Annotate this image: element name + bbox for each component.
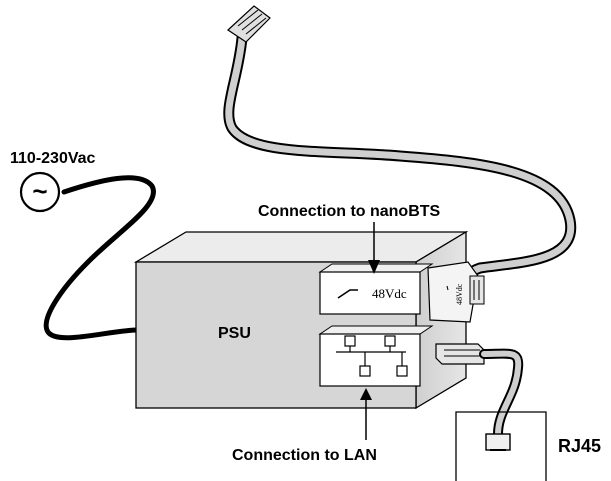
nanobts-cable-connector [227, 5, 271, 43]
lan-port-panel [318, 325, 434, 387]
connection-nanobts-label: Connection to nanoBTS [258, 203, 441, 220]
lan-cable-plug [435, 343, 485, 365]
psu-label: PSU [218, 325, 251, 342]
dc-output-panel-label: 48Vdc [372, 286, 407, 301]
network-icon [336, 335, 408, 377]
ac-source-symbol [19, 171, 61, 213]
rj45-connector [485, 433, 511, 451]
rj45-label: RJ45 [558, 436, 601, 456]
ac-input-label: 110-230Vac [10, 150, 96, 167]
nanobts-cable [223, 32, 577, 291]
dc-plug-label: 48Vdc [455, 283, 464, 305]
dc-plug-block [427, 261, 485, 323]
rj45-wall-outlet [455, 411, 547, 481]
nanobts-arrow [368, 222, 380, 274]
connection-lan-label: Connection to LAN [232, 447, 377, 464]
lan-arrow [360, 388, 372, 440]
ac-power-cable [43, 175, 156, 341]
dc-output-panel [318, 263, 434, 315]
lan-cable [479, 348, 524, 439]
ac-symbol-glyph: ~ [32, 176, 47, 206]
